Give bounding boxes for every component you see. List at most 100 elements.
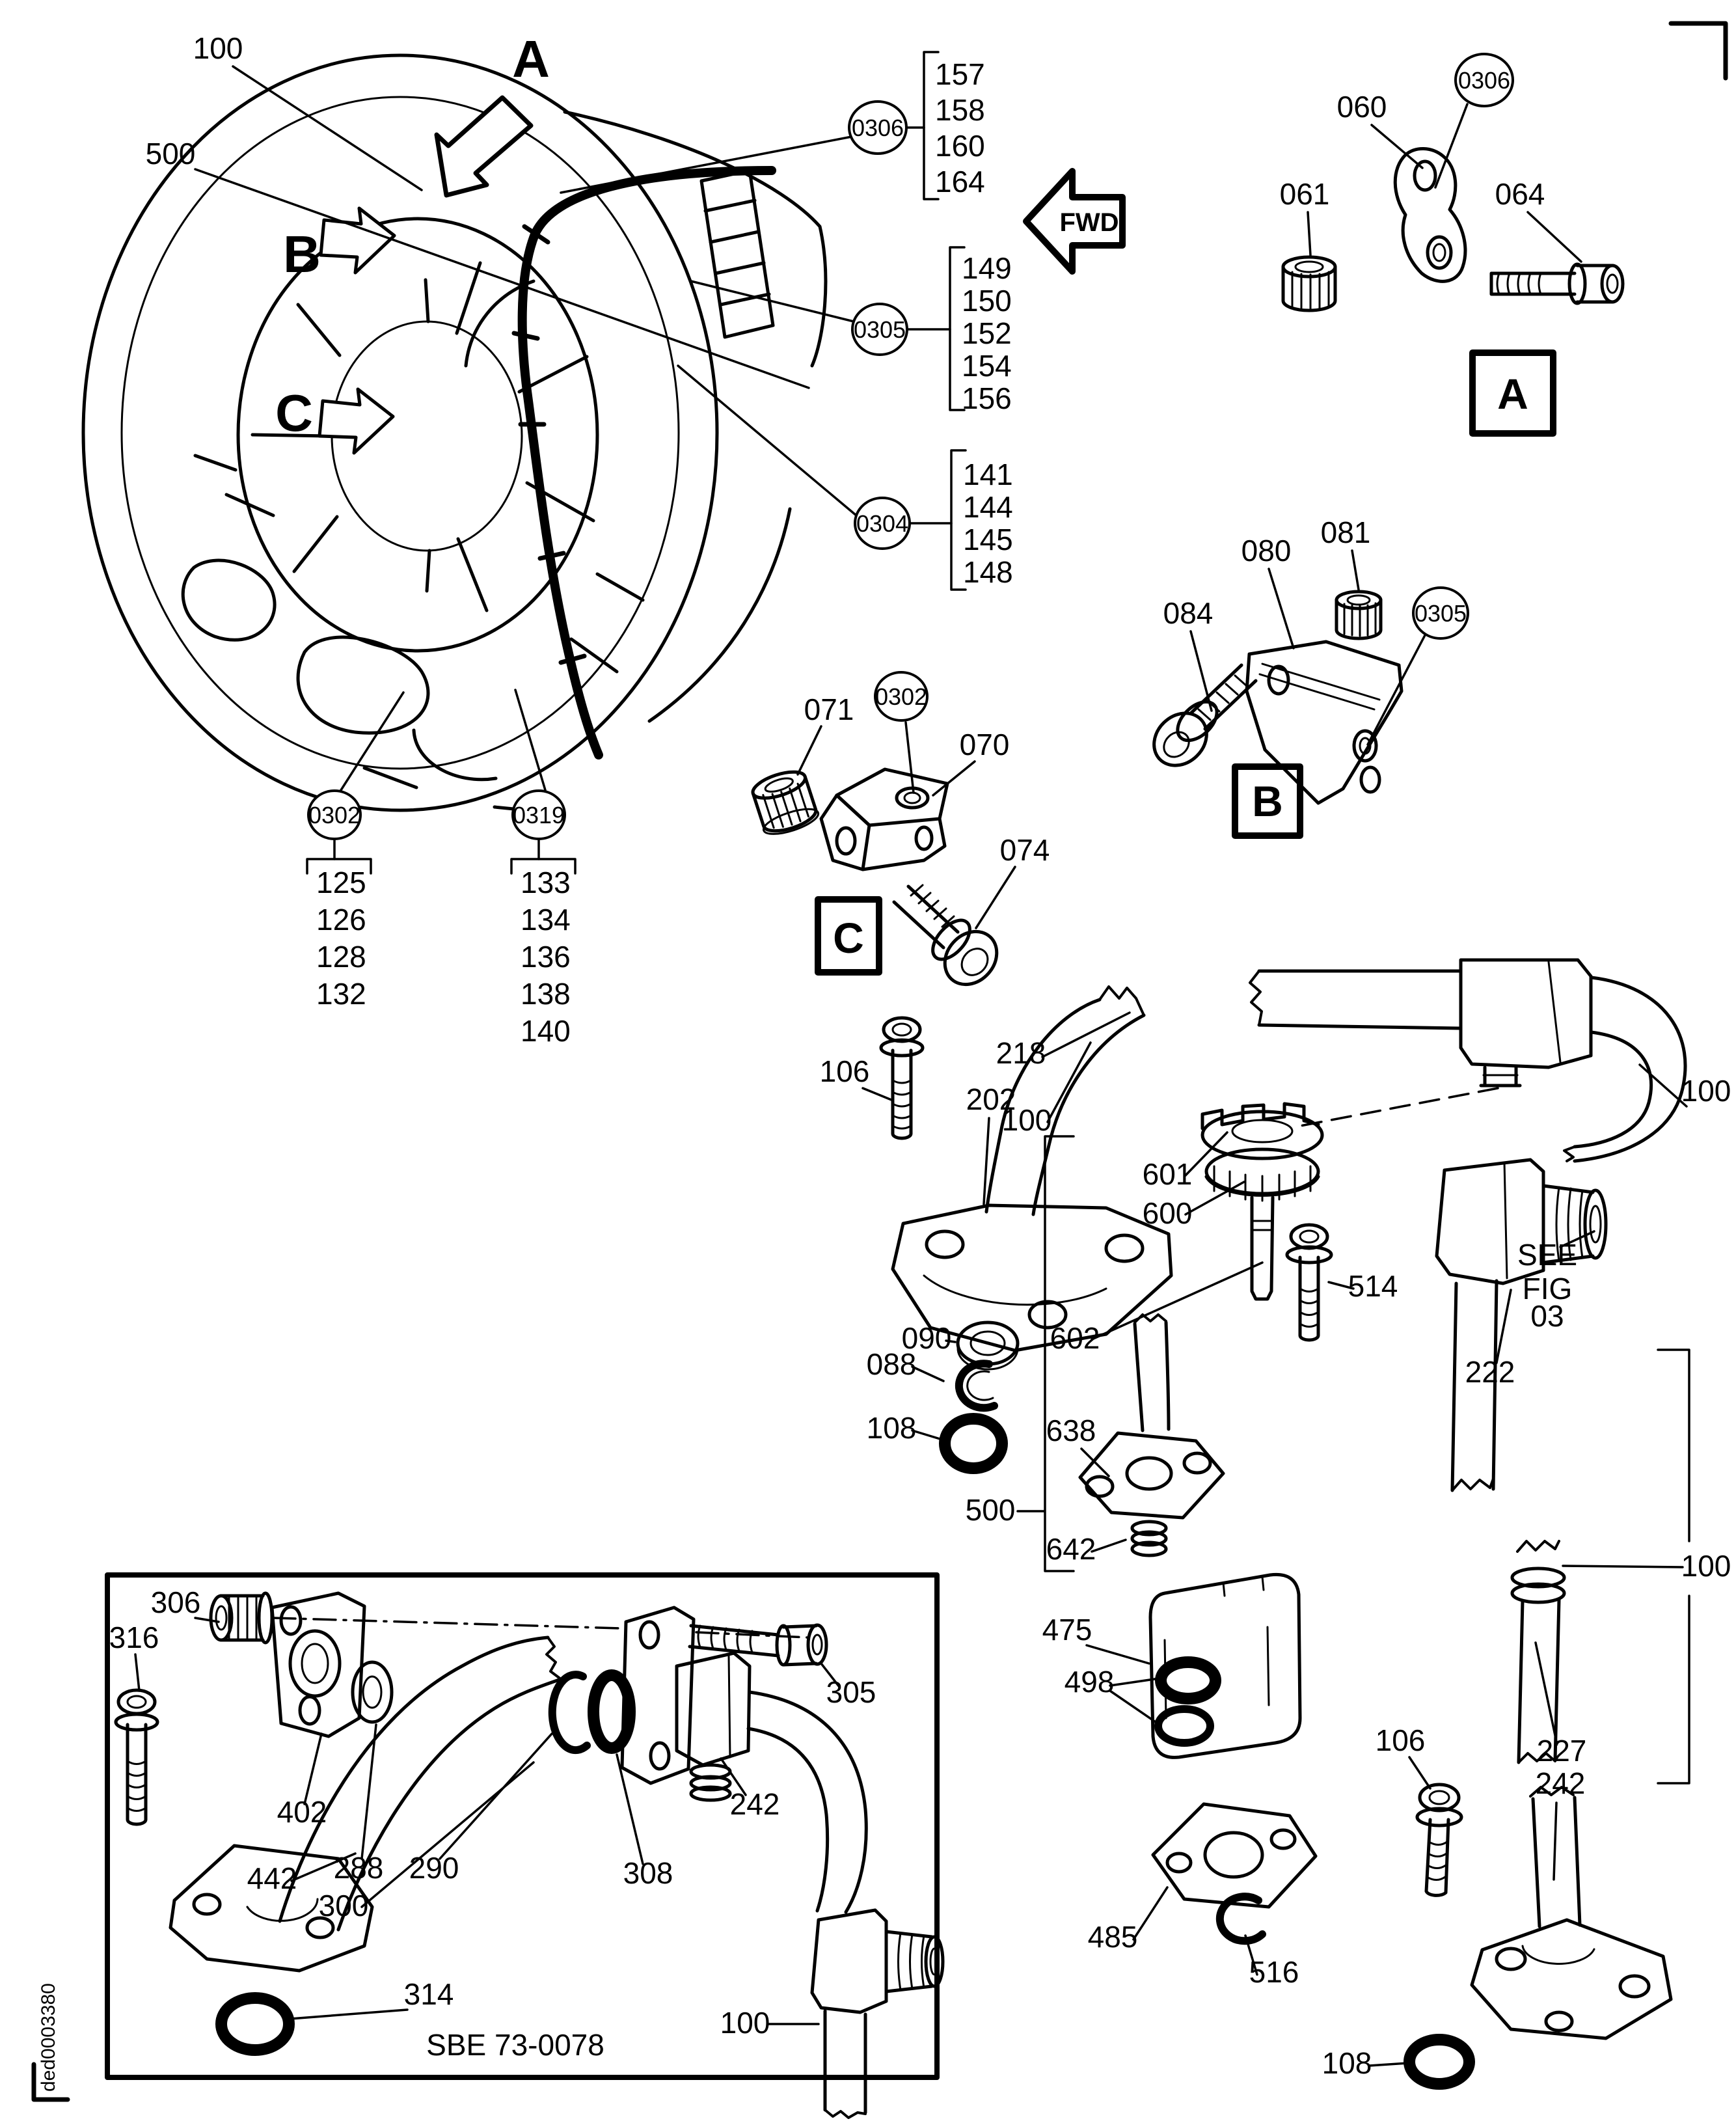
- part-label-514: 514: [1348, 1269, 1398, 1303]
- leader-line: [861, 1087, 893, 1101]
- part-label-642: 642: [1046, 1532, 1096, 1566]
- part-label-314: 314: [404, 1977, 454, 2011]
- leader-line: [1109, 1690, 1161, 1726]
- oring-308: [588, 1669, 636, 1754]
- callout-item-149: 149: [962, 251, 1012, 285]
- bolt-064: [1489, 262, 1625, 305]
- callout-bracket: [510, 858, 576, 875]
- leader-line: [560, 135, 853, 194]
- leader-line: [1189, 630, 1213, 712]
- callout-bracket: [306, 858, 372, 875]
- callout-item-128: 128: [316, 940, 366, 974]
- leader-line: [1109, 1676, 1165, 1687]
- leader-line: [1434, 103, 1469, 189]
- nut-081: [1335, 590, 1383, 640]
- sleeve-475: [1148, 1572, 1302, 1759]
- callout-item-152: 152: [962, 316, 1012, 350]
- hose-100-right: [1563, 976, 1687, 1163]
- leader-line: [975, 866, 1016, 929]
- leader-line: [1244, 1934, 1258, 1976]
- fwd-arrow: FWD: [1023, 168, 1126, 275]
- tee-fitting-right: [1435, 1158, 1608, 1285]
- leader-line: [289, 2008, 409, 2020]
- part-label-100: 100: [193, 31, 243, 65]
- group-bracket-500: [1044, 1135, 1075, 1572]
- leader-line: [1526, 211, 1582, 263]
- callout-item-154: 154: [962, 349, 1012, 383]
- leader-line: [1366, 634, 1426, 746]
- fuel-tube: [511, 166, 776, 759]
- leader-line: [1184, 1131, 1228, 1177]
- figure-code-text: SBE 73-0078: [426, 2028, 604, 2062]
- leader-line: [911, 1365, 945, 1382]
- leader-line: [690, 280, 855, 323]
- part-label-202: 202: [966, 1082, 1016, 1116]
- part-label-100: 100: [720, 2006, 770, 2040]
- part-label-308: 308: [623, 1856, 673, 1890]
- callout-text-0305: 0305: [1415, 600, 1467, 627]
- leader-line: [1553, 1801, 1558, 1881]
- callout-text-0306: 0306: [1458, 67, 1510, 94]
- part-label-638: 638: [1046, 1414, 1096, 1447]
- leader-line: [1080, 1447, 1110, 1477]
- part-label-106: 106: [820, 1054, 870, 1088]
- part-label-500: 500: [146, 137, 196, 171]
- leader-line: [720, 1757, 747, 1796]
- part-label-074: 074: [1000, 833, 1050, 867]
- view-letter-b: B: [283, 225, 321, 283]
- leader-line: [290, 1852, 357, 1882]
- part-label-485: 485: [1088, 1920, 1138, 1954]
- part-label-602: 602: [1050, 1321, 1100, 1355]
- lockwasher-088: [955, 1360, 998, 1412]
- leader-line: [134, 1653, 141, 1692]
- fitting-100-inset: [810, 1908, 945, 2119]
- callout-item-138: 138: [521, 977, 571, 1011]
- leader-line: [232, 65, 423, 191]
- callout-text-0305: 0305: [854, 316, 906, 343]
- bolt-316: [114, 1688, 159, 1826]
- callout-item-150: 150: [962, 284, 1012, 318]
- leader-line: [911, 1429, 943, 1441]
- part-label-316: 316: [109, 1621, 159, 1654]
- oring-314: [215, 1992, 295, 2056]
- pipe-right-mid: [1510, 1540, 1566, 1764]
- leader-line: [1368, 2062, 1409, 2067]
- leader-line: [1638, 1063, 1688, 1108]
- hose-inset: [746, 1690, 868, 1914]
- svg-text:SEE: SEE: [1517, 1238, 1577, 1272]
- leader-line: [1184, 1181, 1245, 1216]
- part-label-100: 100: [1002, 1103, 1052, 1137]
- flange-202: [891, 1203, 1173, 1352]
- part-label-305: 305: [826, 1675, 876, 1709]
- callout-item-144: 144: [963, 490, 1013, 524]
- doc-id-text: ded0003380: [38, 1983, 59, 2092]
- callout-text-0302: 0302: [875, 683, 927, 710]
- part-label-218: 218: [996, 1036, 1046, 1070]
- part-label-084: 084: [1163, 596, 1214, 630]
- part-label-500: 500: [966, 1493, 1016, 1527]
- leader-line: [340, 691, 405, 791]
- part-label-060: 060: [1337, 90, 1387, 124]
- callout-item-126: 126: [316, 903, 366, 937]
- flange-485: [1151, 1802, 1318, 1909]
- callout-item-134: 134: [521, 903, 571, 937]
- elbow-218: [1459, 958, 1593, 1069]
- part-label-088: 088: [867, 1347, 917, 1381]
- view-box-c: C: [815, 896, 882, 976]
- part-label-081: 081: [1321, 515, 1371, 549]
- bolt-305: [688, 1623, 828, 1667]
- part-label-442: 442: [247, 1861, 297, 1895]
- leader-line: [303, 1732, 323, 1805]
- callout-item-157: 157: [935, 57, 985, 91]
- callout-item-136: 136: [521, 940, 571, 974]
- pipe-202: [984, 985, 1146, 1216]
- engine-accessories: [181, 279, 645, 815]
- threaded-port: [1541, 1184, 1595, 1265]
- part-label-070: 070: [960, 728, 1010, 761]
- flange-402: [270, 1591, 366, 1738]
- leader-line: [1041, 1011, 1131, 1058]
- callout-item-164: 164: [935, 165, 985, 198]
- leader-line: [194, 1617, 220, 1623]
- nut-071: [751, 770, 820, 835]
- leader-line: [439, 1732, 553, 1860]
